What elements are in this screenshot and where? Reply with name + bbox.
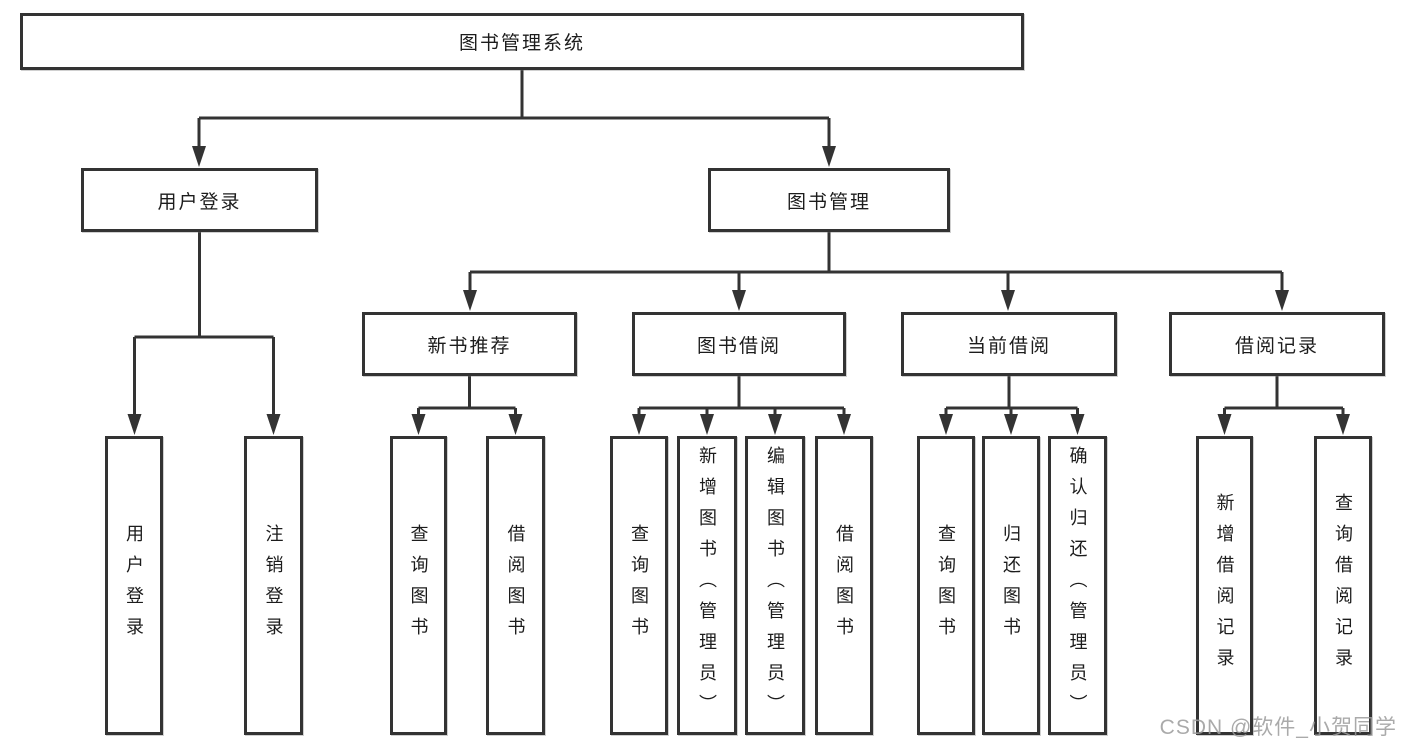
node-leaf-logout: 注销登录: [244, 436, 303, 735]
node-user-login: 用户登录: [81, 168, 318, 232]
node-rcd-query-borrow-record: 查询借阅记录: [1314, 436, 1372, 735]
node-library-system: 图书管理系统: [20, 13, 1024, 70]
node-bor-borrow-book: 借阅图书: [815, 436, 873, 735]
node-rcd-add-borrow-record: 新增借阅记录: [1196, 436, 1253, 735]
node-leaf-user-login: 用户登录: [105, 436, 163, 735]
node-rec-query-book: 查询图书: [390, 436, 447, 735]
node-book-management: 图书管理: [708, 168, 950, 232]
node-cur-return-book: 归还图书: [982, 436, 1040, 735]
node-bor-edit-book-admin: 编辑图书（管理员）: [745, 436, 805, 735]
node-cur-confirm-return-admin: 确认归还（管理员）: [1048, 436, 1107, 735]
node-bor-add-book-admin: 新增图书（管理员）: [677, 436, 737, 735]
node-borrowing-records: 借阅记录: [1169, 312, 1385, 376]
node-rec-borrow-book: 借阅图书: [486, 436, 545, 735]
node-current-borrowing: 当前借阅: [901, 312, 1117, 376]
csdn-watermark: CSDN @软件_小贺同学: [1159, 716, 1397, 739]
node-bor-query-book: 查询图书: [610, 436, 668, 735]
node-new-book-recommend: 新书推荐: [362, 312, 577, 376]
node-book-borrowing: 图书借阅: [632, 312, 846, 376]
node-cur-query-book: 查询图书: [917, 436, 975, 735]
arrowheads: [127, 146, 1350, 435]
